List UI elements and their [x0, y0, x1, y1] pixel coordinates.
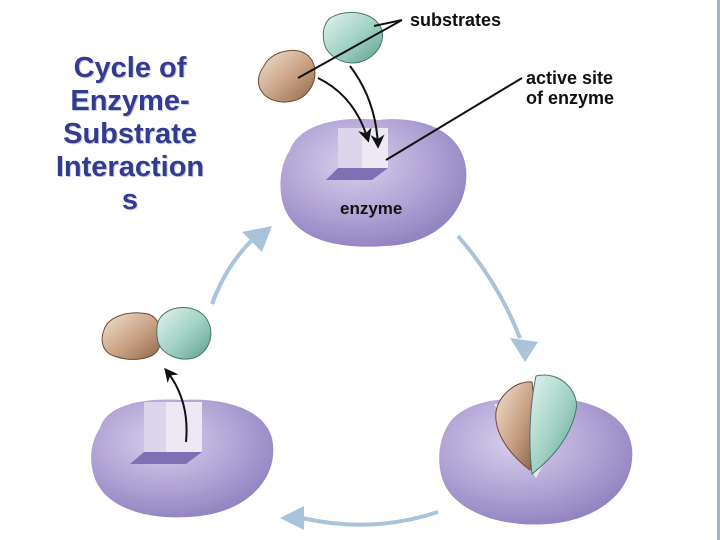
label-active-site-2: of enzyme	[526, 88, 614, 108]
substrate-green-top	[322, 11, 383, 64]
title-line-4: Interaction	[55, 151, 205, 183]
title-line-3: Substrate	[63, 118, 197, 150]
arrow-substrate-in-1	[317, 77, 372, 143]
title-line-5: s	[121, 184, 139, 216]
bound-green-substrate	[529, 374, 577, 475]
product-brown	[101, 312, 162, 360]
callout-substrates-2	[297, 19, 403, 79]
diagram-title: Cycle of Enzyme- Substrate Interaction s	[40, 52, 220, 217]
label-active-site-1: active site	[526, 68, 613, 88]
arrow-substrate-in-2	[349, 65, 385, 149]
right-edge-strip	[717, 0, 720, 540]
product-green	[156, 307, 212, 360]
substrate-brown-top	[257, 50, 316, 103]
cycle-arrow-top-right	[456, 234, 538, 362]
callout-substrates-1	[373, 19, 403, 27]
arrow-product-out	[164, 367, 188, 443]
label-substrates: substrates	[410, 10, 501, 30]
enzyme-top	[280, 118, 467, 247]
cycle-arrow-bottom	[280, 506, 439, 530]
enzyme-bottom-left	[91, 399, 274, 518]
title-line-2: Enzyme-	[70, 85, 190, 117]
label-enzyme: enzyme	[340, 199, 402, 218]
callout-active-site	[385, 77, 523, 161]
title-line-1: Cycle of	[73, 52, 187, 84]
cycle-arrow-left	[210, 226, 272, 305]
